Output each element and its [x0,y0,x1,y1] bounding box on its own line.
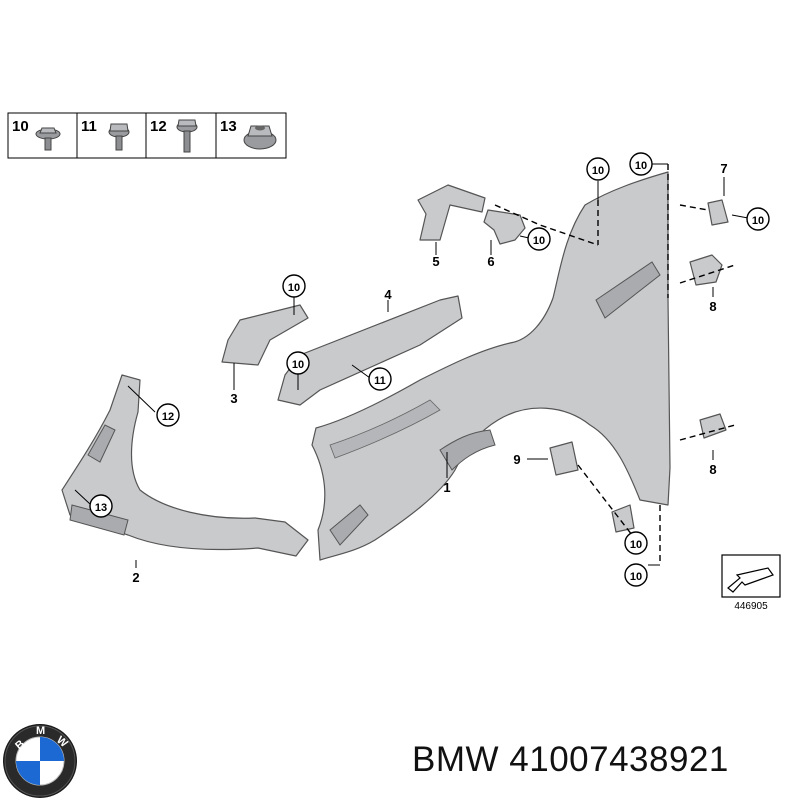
part-label-8-upper: 8 [709,299,716,314]
part-label-9: 9 [513,452,520,467]
legend-number-10: 10 [12,118,29,135]
flange-bolt-icon [35,127,61,151]
part-label-1: 1 [443,480,450,495]
svg-text:M: M [36,725,45,737]
legend-number-13: 13 [220,118,237,135]
hex-bolt-icon [108,123,130,151]
callout-10-a: 10 [592,165,604,177]
callout-10-g: 10 [630,539,642,551]
callout-10-f: 10 [292,359,304,371]
legend-number-11: 11 [81,118,97,135]
callouts: 10 10 10 10 10 10 11 12 13 10 10 [89,152,770,587]
part-label-2: 2 [132,570,139,585]
callout-13: 13 [95,502,107,514]
callout-10-c: 10 [752,215,764,227]
leader-lines [74,163,749,568]
part-label-4: 4 [384,287,392,302]
front-bracket-arm [61,374,309,557]
clip-lower-10 [611,504,635,533]
callout-10-b: 10 [635,160,647,172]
part-label-5: 5 [432,254,439,269]
fender-assembly [311,171,671,561]
part-label-7: 7 [720,161,727,176]
part-number-caption: BMW 41007438921 [412,740,729,779]
clip-7 [707,199,729,226]
callout-10-d: 10 [533,235,545,247]
bracket-5 [417,184,486,241]
part-label-3: 3 [230,391,237,406]
callout-12: 12 [162,411,174,423]
callout-10-e: 10 [288,282,300,294]
fastener-legend: 10 11 12 13 [7,112,287,159]
diagram-id: 446905 [734,601,768,612]
bracket-6 [483,209,526,245]
clip-9 [549,441,579,476]
diagram-id-box: 446905 [721,554,781,612]
bmw-logo-icon: B M W [3,724,77,798]
support-rail-4 [277,295,463,406]
legend-number-12: 12 [150,118,167,135]
callout-10-h: 10 [630,571,642,583]
clip-8-lower [699,413,727,439]
clip-8-upper [689,254,723,286]
long-bolt-icon [176,119,198,153]
part-label-6: 6 [487,254,494,269]
part-labels: 1 2 3 4 5 6 7 8 8 9 [132,161,727,585]
bracket-3 [221,304,309,366]
callout-11: 11 [374,375,386,387]
part-label-8-lower: 8 [709,462,716,477]
direction-arrow-icon [727,567,774,593]
hex-nut-icon [243,125,277,150]
